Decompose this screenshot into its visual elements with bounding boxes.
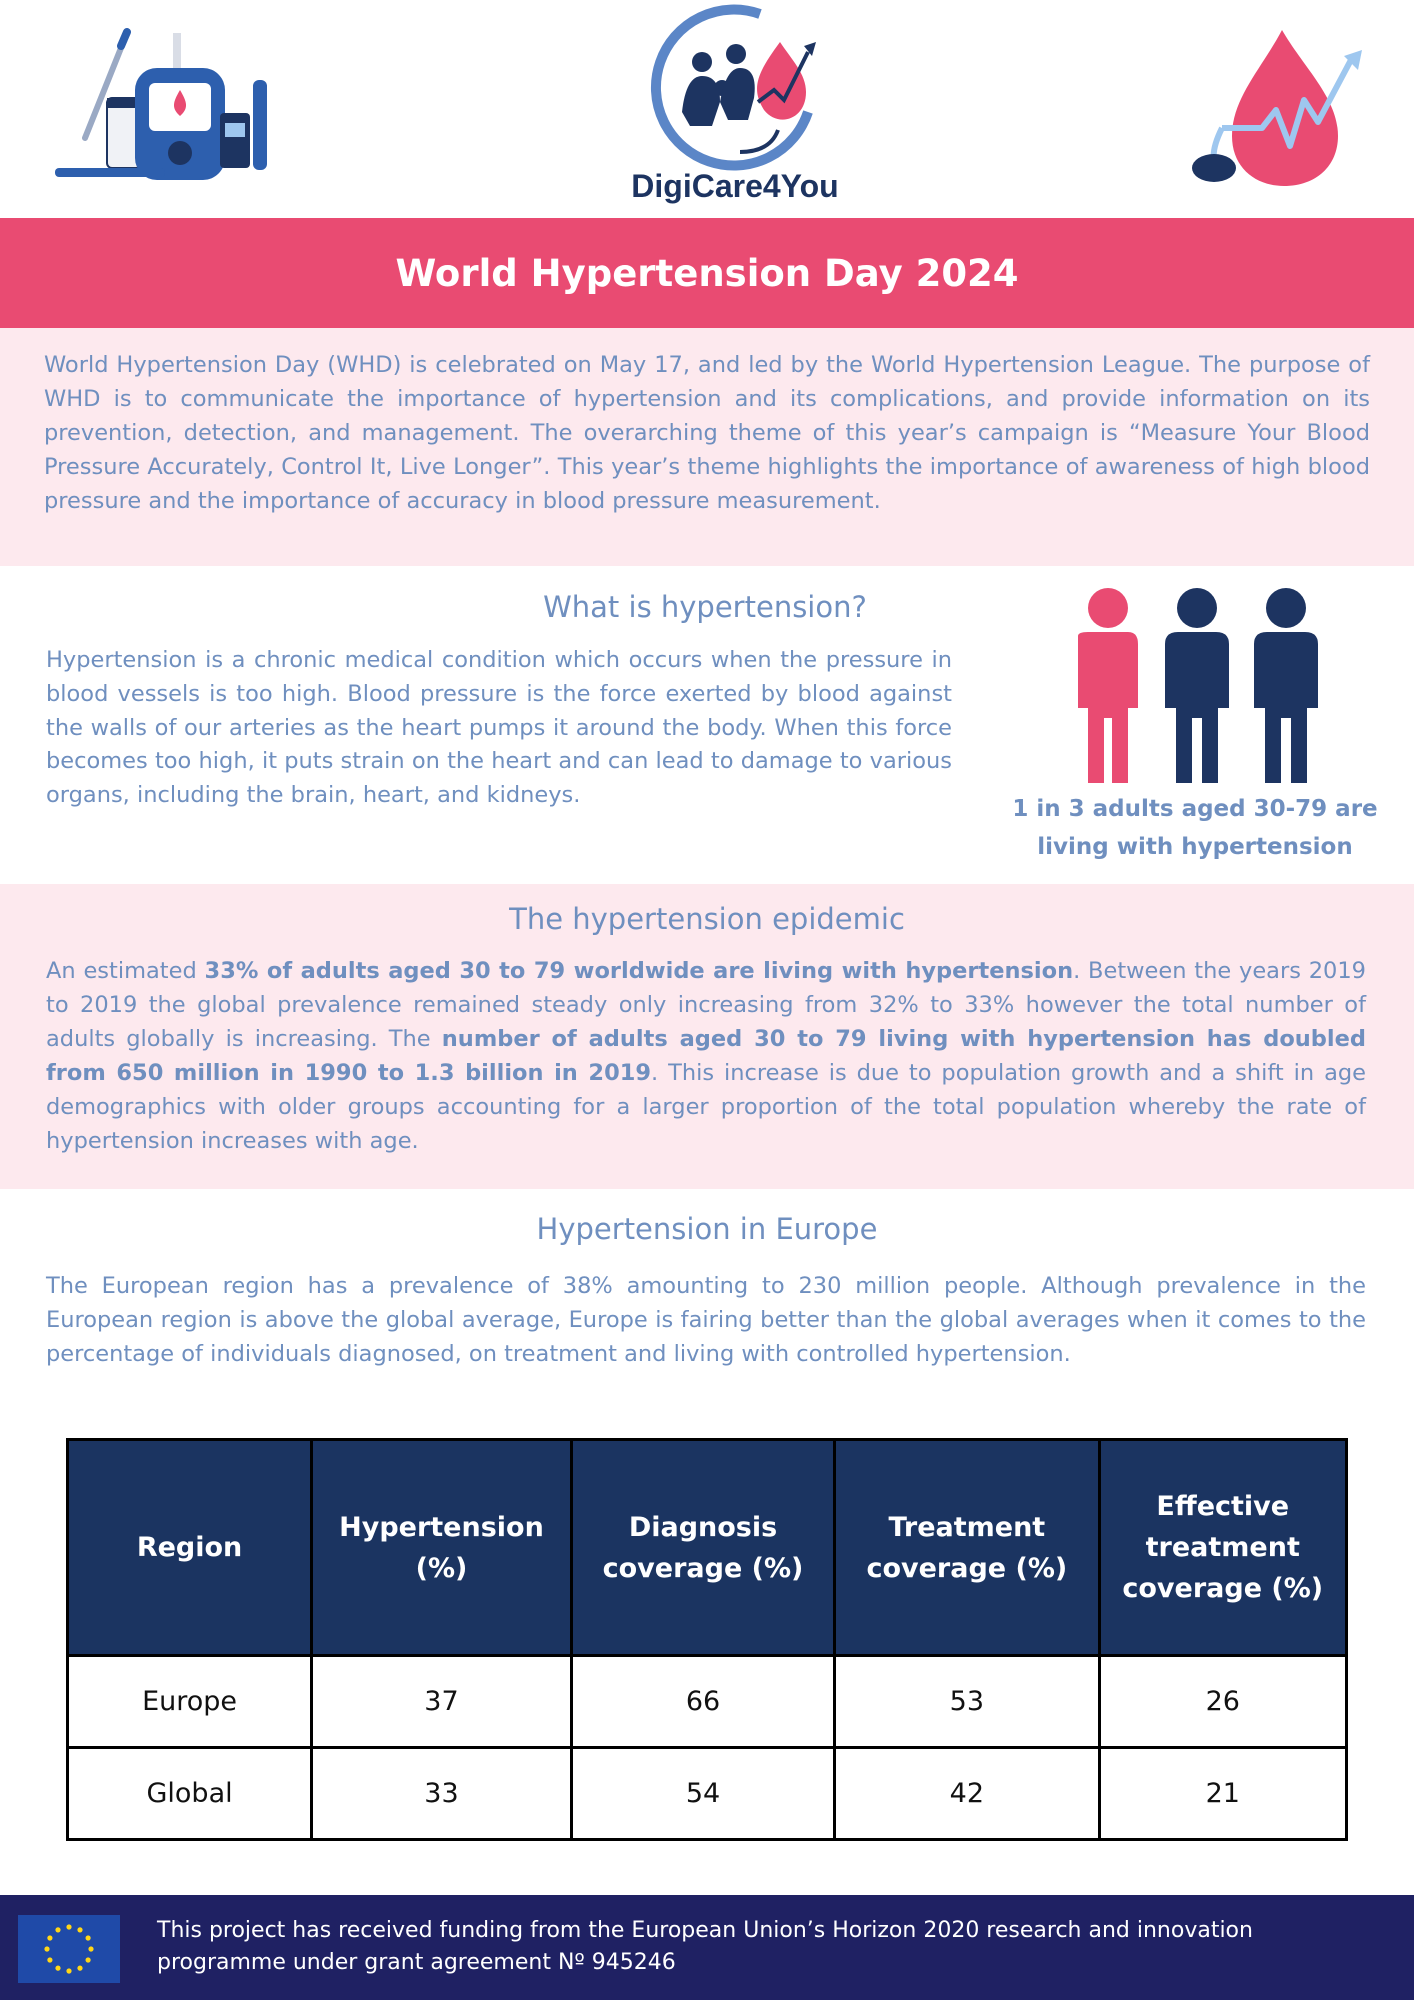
header-diagnosis: Diagnosis coverage (%) (569, 1438, 837, 1657)
table-cell: 33 (310, 1746, 573, 1841)
eu-star (85, 1957, 91, 1963)
eu-star (77, 1965, 83, 1971)
eu-star (66, 1968, 72, 1974)
title-banner: World Hypertension Day 2024 (0, 218, 1414, 328)
eu-star (77, 1927, 83, 1933)
eu-star (44, 1946, 50, 1952)
header-region: Region (65, 1438, 314, 1657)
digicare-logo-icon (650, 4, 816, 171)
table-cell: 53 (833, 1654, 1101, 1749)
logo-text: DigiCare4You (631, 168, 839, 204)
page-title: World Hypertension Day 2024 (395, 251, 1019, 295)
table-row: Global 33 54 42 21 (65, 1746, 1348, 1841)
eu-star (66, 1924, 72, 1930)
table-cell: 54 (569, 1746, 837, 1841)
europe-paragraph: The European region has a prevalence of … (46, 1273, 1366, 1367)
hypertension-table: Region Hypertension (%) Diagnosis covera… (65, 1438, 1348, 1841)
blood-pressure-drop-icon (1192, 30, 1362, 186)
epidemic-text-2: . Between the years 2019 to 2019 the glo… (46, 958, 1366, 1052)
table-header-row: Region Hypertension (%) Diagnosis covera… (65, 1438, 1348, 1657)
table-cell: 37 (310, 1654, 573, 1749)
intro-paragraph: World Hypertension Day (WHD) is celebrat… (44, 352, 1370, 514)
what-is-hypertension-section: What is hypertension? Hypertension is a … (0, 566, 1414, 884)
intro-section: World Hypertension Day (WHD) is celebrat… (0, 328, 1414, 566)
header: DigiCare4You (0, 0, 1414, 218)
eu-star (55, 1965, 61, 1971)
table-row: Europe 37 66 53 26 (65, 1654, 1348, 1749)
funding-text: This project has received funding from t… (157, 1918, 1253, 1975)
funding-footer: This project has received funding from t… (0, 1895, 1414, 2000)
eu-star (85, 1935, 91, 1941)
epidemic-paragraph: An estimated 33% of adults aged 30 to 79… (46, 954, 1366, 1158)
eu-star (47, 1957, 53, 1963)
table-cell: 26 (1097, 1654, 1348, 1749)
hypertension-stat: 1 in 3 adults aged 30-79 are living with… (990, 790, 1400, 866)
table-cell: 42 (833, 1746, 1101, 1841)
table-cell: Global (65, 1746, 314, 1841)
epidemic-text-3: . This increase is due to population gro… (46, 1060, 1366, 1154)
people-icon (1078, 588, 1318, 783)
epidemic-heading: The hypertension epidemic (509, 902, 905, 936)
table-cell: 66 (569, 1654, 837, 1749)
eu-star (55, 1927, 61, 1933)
europe-heading: Hypertension in Europe (536, 1212, 878, 1246)
header-effective-treatment: Effective treatment coverage (%) (1097, 1438, 1348, 1657)
eu-flag-icon (18, 1915, 120, 1983)
table-cell: 21 (1097, 1746, 1348, 1841)
header-hypertension: Hypertension (%) (310, 1438, 573, 1657)
header-treatment: Treatment coverage (%) (833, 1438, 1101, 1657)
eu-star (47, 1935, 53, 1941)
table-cell: Europe (65, 1654, 314, 1749)
epidemic-text-1: An estimated (46, 958, 205, 984)
epidemic-bold-2: number of adults aged 30 to 79 living wi… (46, 1026, 1366, 1086)
what-paragraph: Hypertension is a chronic medical condit… (46, 647, 952, 809)
what-heading: What is hypertension? (543, 590, 867, 624)
glucose-meter-icon (55, 28, 267, 180)
stat-line-1: 1 in 3 adults aged 30-79 are (1012, 796, 1378, 822)
eu-star (88, 1946, 94, 1952)
epidemic-section: The hypertension epidemic An estimated 3… (0, 884, 1414, 1189)
stat-line-2: living with hypertension (1037, 834, 1353, 860)
epidemic-bold-1: 33% of adults aged 30 to 79 worldwide ar… (204, 958, 1074, 984)
